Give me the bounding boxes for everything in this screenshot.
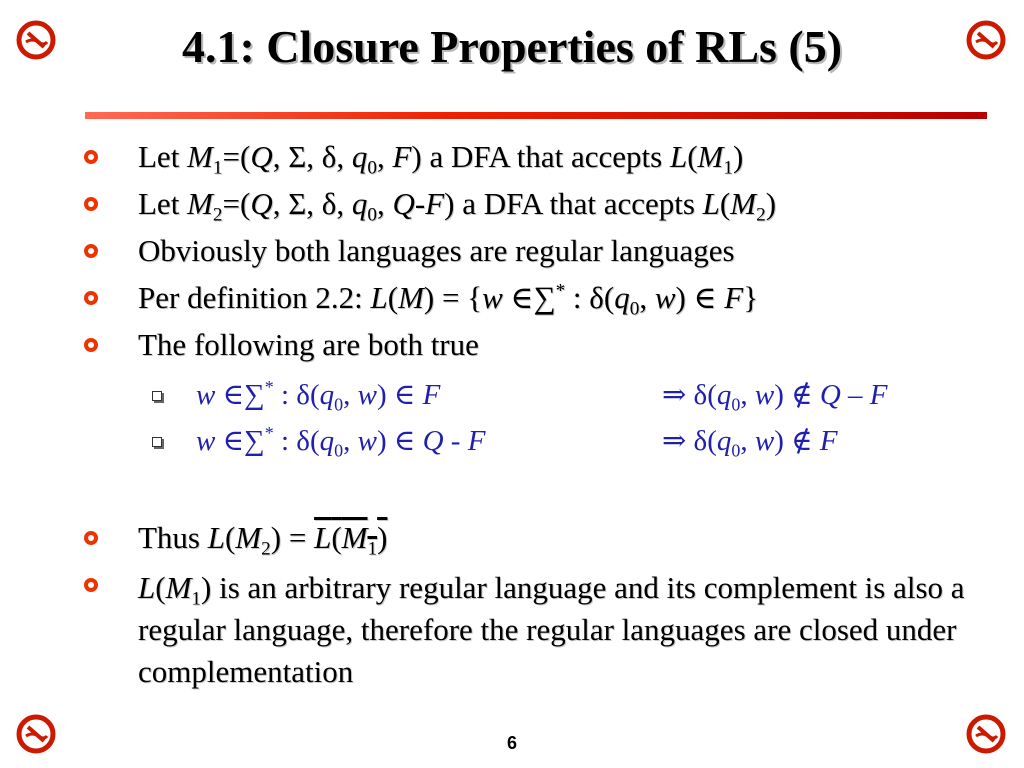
corner-circle-icon <box>964 18 1008 62</box>
bullet-icon <box>84 244 98 258</box>
bullet-icon <box>84 578 98 592</box>
bullet-text-5: The following are both true <box>138 327 479 362</box>
corner-circle-icon <box>14 712 58 756</box>
page-number: 6 <box>506 733 517 753</box>
bullet-text-3: Obviously both languages are regular lan… <box>138 233 735 268</box>
corner-circle-icon <box>14 18 58 62</box>
conclusion-text-2: L(M1) is an arbitrary regular language a… <box>138 570 965 689</box>
conclusion-text-1: Thus L(M2) = L(M1) <box>138 520 388 560</box>
sub-bullet-icon <box>152 391 162 401</box>
sub-bullet-condition-2: w ∈∑* : δ(q0, w) ∈ Q - F <box>196 423 486 461</box>
sub-bullet-implication-1: ⇒ δ(q0, w) ∉ Q – F <box>662 379 888 415</box>
bullet-icon <box>84 291 98 305</box>
sub-bullet-condition-1: w ∈∑* : δ(q0, w) ∈ F <box>196 377 441 415</box>
bullet-icon <box>84 197 98 211</box>
bullet-text-4: Per definition 2.2: L(M) = {w ∈∑* : δ(q0… <box>138 280 759 320</box>
bullet-text-2: Let M2=(Q, Σ, δ, q0, Q-F) a DFA that acc… <box>138 186 777 226</box>
bullet-icon <box>84 338 98 352</box>
bullet-text-1: Let M1=(Q, Σ, δ, q0, F) a DFA that accep… <box>138 139 744 179</box>
bullet-icon <box>84 531 98 545</box>
sub-bullet-implication-2: ⇒ δ(q0, w) ∉ F <box>662 425 838 461</box>
title-divider <box>85 112 987 119</box>
slide-title: 4.1: Closure Properties of RLs (5) <box>181 21 843 72</box>
corner-circle-icon <box>964 712 1008 756</box>
bullet-icon <box>84 150 98 164</box>
sub-bullet-icon <box>152 437 162 447</box>
